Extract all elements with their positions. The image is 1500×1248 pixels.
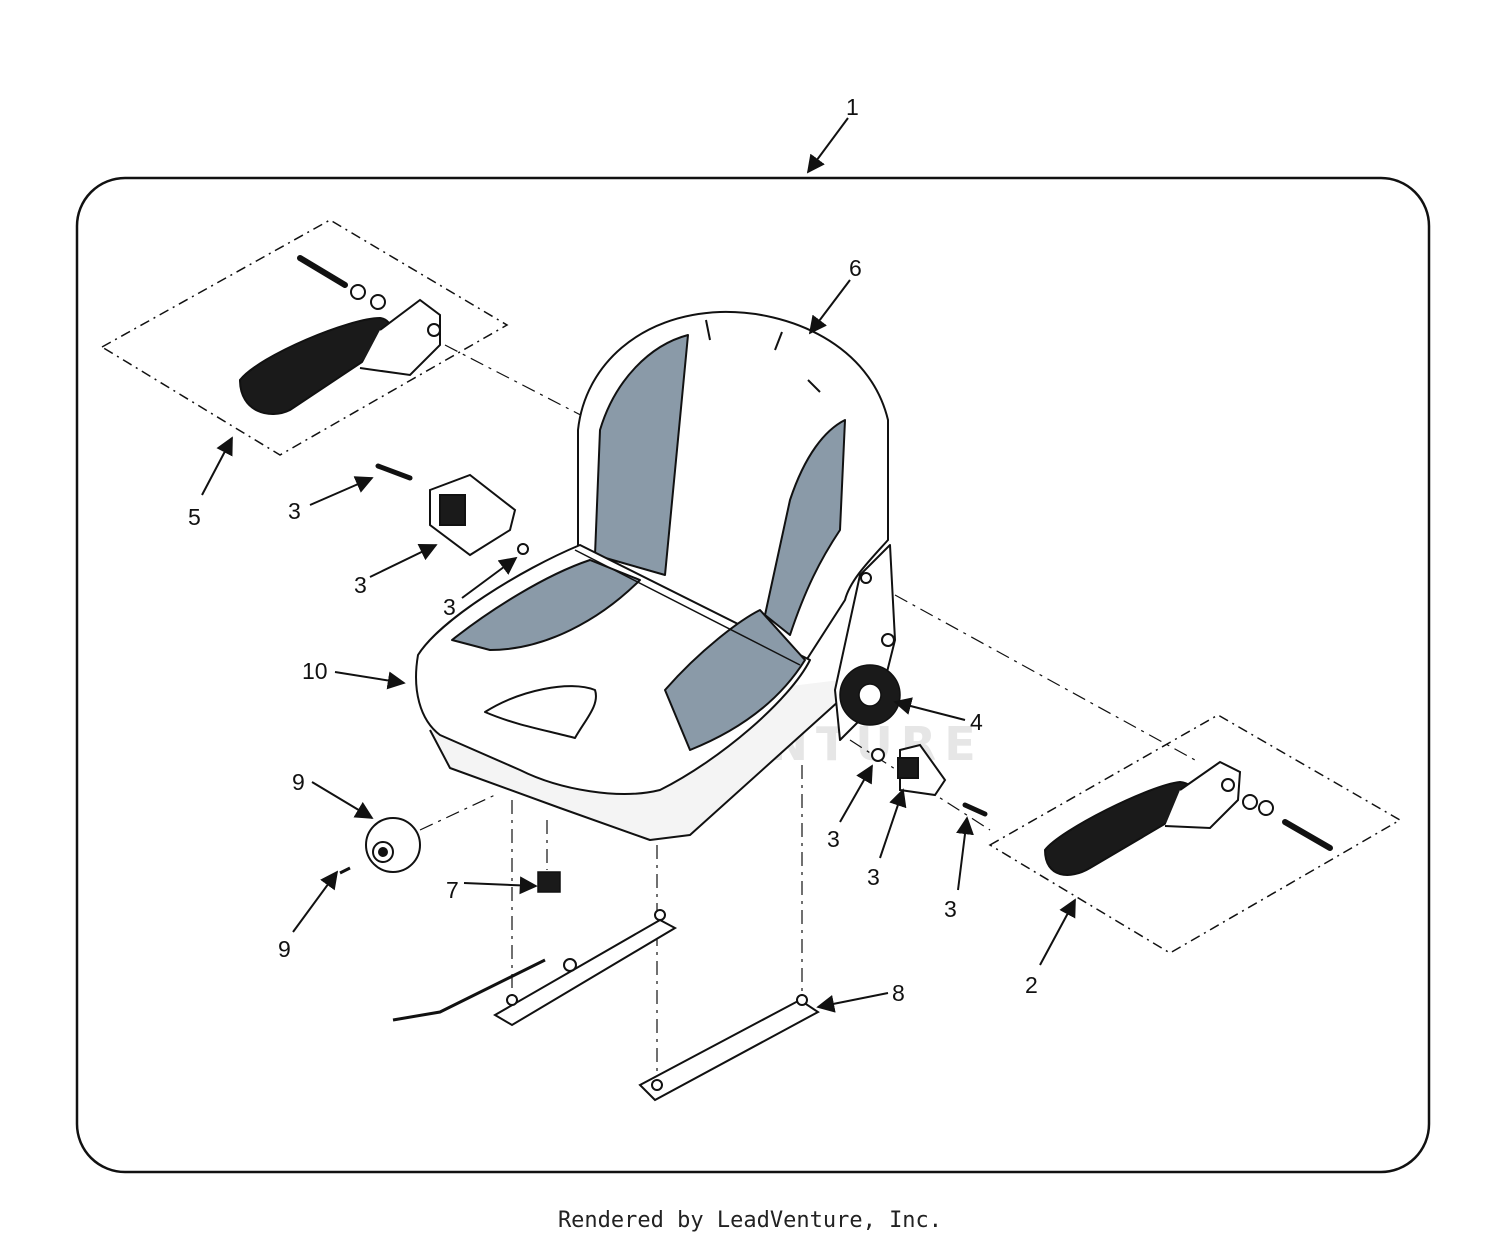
callout-7: 7 — [446, 877, 459, 903]
seat-cushion-pocket — [484, 685, 597, 739]
callout-9-knob: 9 — [292, 769, 305, 795]
seat — [415, 310, 896, 841]
assembly-frame — [75, 176, 1431, 1174]
callout-3-screw: 3 — [944, 896, 957, 922]
adjustment-knob — [839, 664, 901, 726]
left-seatbelt-bracket — [375, 463, 529, 557]
seat-back-left-panel — [594, 334, 689, 576]
right-armrest-kit-box — [988, 714, 1402, 954]
seat-cushion-right-panel — [664, 609, 806, 751]
callout-3-bracket: 3 — [354, 572, 367, 598]
alignment-lines — [419, 344, 1196, 1085]
callout-3-buckle: 3 — [867, 864, 880, 890]
seat-switch — [537, 871, 561, 893]
callout-4: 4 — [970, 709, 983, 735]
seat-slide-rails — [392, 909, 820, 1102]
right-seatbelt-buckle — [871, 743, 988, 817]
callout-3-nut: 3 — [443, 594, 456, 620]
callout-10: 10 — [302, 658, 328, 684]
callout-6: 6 — [849, 255, 862, 281]
callout-9-screw: 9 — [278, 936, 291, 962]
seat-adjust-knob — [339, 817, 421, 875]
leader-arrows — [201, 117, 1076, 1013]
seat-back-right-panel — [764, 419, 846, 636]
callout-5: 5 — [188, 504, 201, 530]
left-armrest — [238, 255, 441, 415]
seat-cushion-left-panel — [451, 559, 641, 651]
callout-2: 2 — [1025, 972, 1038, 998]
callout-1: 1 — [846, 94, 859, 120]
callout-3-bolt: 3 — [288, 498, 301, 524]
callout-3-washer: 3 — [827, 826, 840, 852]
rendered-by-credit: Rendered by LeadVenture, Inc. — [557, 1208, 943, 1233]
right-armrest — [1043, 760, 1333, 876]
left-armrest-kit-box — [100, 219, 509, 456]
callout-8: 8 — [892, 980, 905, 1006]
